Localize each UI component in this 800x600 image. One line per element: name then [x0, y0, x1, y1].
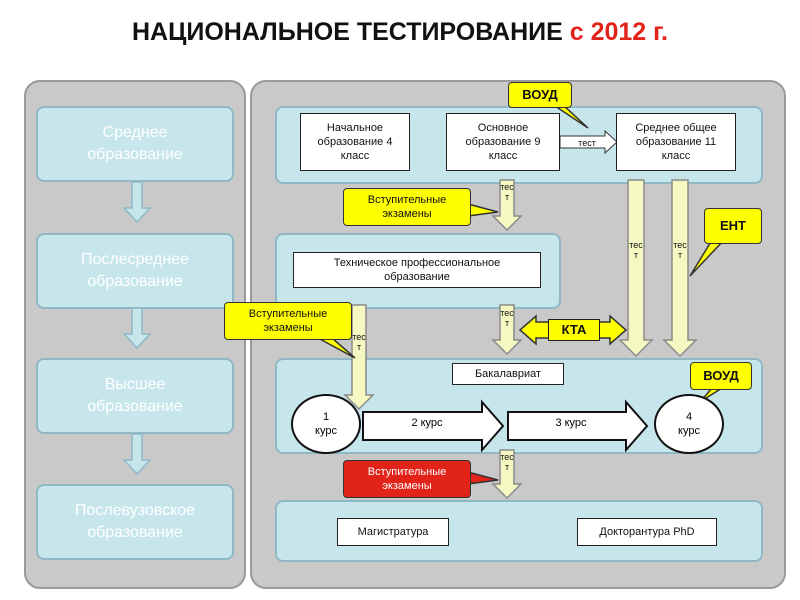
vtest-label-3: тест — [673, 240, 687, 260]
left-arrow-3 — [122, 433, 152, 476]
ent-pointer — [689, 239, 726, 277]
vtest-label-4: тест — [352, 332, 366, 352]
title-year: с 2012 г. — [569, 18, 669, 46]
primary-education-box: Начальное образование 4 класс — [300, 113, 410, 171]
entrance-exams-callout-2: Вступительные экзамены — [224, 302, 352, 340]
secondary-education-box: Среднее образование — [36, 106, 234, 182]
ent-arrow-2 — [662, 179, 698, 358]
ent-arrow-1 — [618, 179, 654, 358]
entrance-3-pointer — [467, 471, 499, 485]
basic-education-box: Основное образование 9 класс — [446, 113, 560, 171]
title-main: НАЦИОНАЛЬНОЕ ТЕСТИРОВАНИЕ — [131, 18, 570, 46]
page-title: НАЦИОНАЛЬНОЕ ТЕСТИРОВАНИЕ с 2012 г. — [0, 18, 800, 47]
general-secondary-box: Среднее общее образование 11 класс — [616, 113, 736, 171]
vtest-label-6: тест — [500, 452, 514, 472]
course-3-arrow — [507, 399, 649, 453]
entrance-1-pointer — [467, 203, 499, 217]
left-arrow-1 — [122, 181, 152, 224]
course-1-circle: 1 курс — [291, 394, 361, 454]
technical-professional-box: Техническое профессиональное образование — [293, 252, 541, 288]
left-arrow-2 — [122, 307, 152, 350]
higher-education-box: Высшее образование — [36, 358, 234, 434]
course-2-label: 2 курс — [411, 417, 443, 429]
course-3-label: 3 курс — [555, 417, 587, 429]
phd-box: Докторантура PhD — [577, 518, 717, 546]
course-4-circle: 4 курс — [654, 394, 724, 454]
kta-label: КТА — [548, 319, 600, 341]
test-small-arrow — [559, 129, 618, 155]
test-arrow-to-masters — [491, 449, 523, 500]
entrance-exams-callout-1: Вступительные экзамены — [343, 188, 471, 226]
entrance-2-pointer — [317, 337, 356, 359]
voud-top-callout: ВОУД — [508, 82, 572, 108]
entrance-exams-callout-3: Вступительные экзамены — [343, 460, 471, 498]
postgraduate-education-box: Послевузовское образование — [36, 484, 234, 560]
test-arrow-entrance-bachelor — [343, 304, 375, 411]
vtest-label-1: тест — [500, 182, 514, 202]
voud-bottom-callout: ВОУД — [690, 362, 752, 390]
vtest-label-2: тест — [629, 240, 643, 260]
test-small-label: тест — [578, 138, 596, 148]
test-arrow-school-tech — [491, 179, 523, 232]
course-2-arrow — [362, 399, 505, 453]
bachelor-label: Бакалавриат — [452, 363, 564, 385]
vtest-label-5: тест — [500, 308, 514, 328]
ent-callout: ЕНТ — [704, 208, 762, 244]
masters-box: Магистратура — [337, 518, 449, 546]
test-arrow-tech-bachelor — [491, 304, 523, 356]
